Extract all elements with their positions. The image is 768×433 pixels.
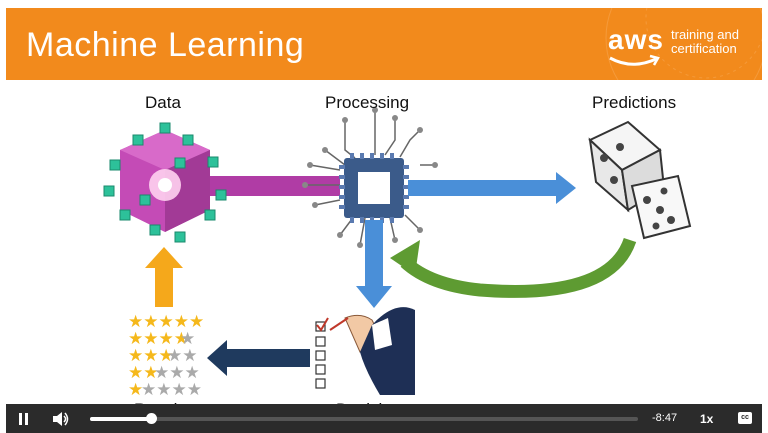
slide-title: Machine Learning (26, 26, 305, 64)
svg-text:★: ★ (128, 380, 143, 400)
dice-icon (588, 120, 692, 240)
slide-banner: Machine Learning aws training and certif… (6, 8, 762, 80)
progress-track[interactable] (90, 417, 638, 421)
decision-checklist-icon (315, 307, 415, 395)
aws-subtitle-line2: certification (671, 41, 737, 56)
progress-fill (90, 417, 152, 421)
pause-icon[interactable] (14, 404, 34, 433)
processing-to-predictions-arrow (408, 180, 556, 196)
aws-subtitle-line1: training and (671, 27, 739, 42)
chip-core (358, 172, 390, 204)
svg-text:★★★★: ★★★★ (128, 329, 189, 349)
svg-text:★★: ★★ (128, 363, 158, 383)
svg-text:★★★★★: ★★★★★ (128, 312, 204, 332)
aws-smile-icon (609, 54, 660, 66)
volume-icon[interactable] (50, 404, 72, 433)
playback-speed-button[interactable]: 1x (700, 412, 714, 426)
video-controls: -8:47 1x cc (6, 404, 762, 433)
decision-to-results-arrow (225, 349, 310, 367)
time-remaining: -8:47 (652, 412, 678, 424)
label-processing: Processing (325, 93, 410, 112)
predictions-to-processing-arrow (400, 237, 637, 298)
data-cube-icon (103, 122, 227, 243)
diagram-graphics: ★★★★★ ★★★★★ ★★★★★ ★★★★★ ★★★★★ (103, 107, 692, 400)
svg-text:★★★: ★★★ (154, 363, 200, 383)
svg-text:★★★★: ★★★★ (141, 380, 202, 400)
star-ratings-icon: ★★★★★ ★★★★★ ★★★★★ ★★★★★ ★★★★★ (128, 312, 204, 400)
aws-logo-text: aws (608, 24, 664, 55)
label-predictions: Predictions (592, 93, 677, 112)
svg-text:★★★: ★★★ (128, 346, 174, 366)
aws-logo: aws (606, 24, 668, 70)
svg-text:★: ★ (180, 329, 195, 349)
captions-button[interactable]: cc (738, 412, 752, 424)
processing-to-decision-arrow (365, 220, 383, 286)
label-data: Data (145, 93, 181, 112)
svg-text:★★: ★★ (167, 346, 197, 366)
aws-subtitle: training and certification (671, 28, 739, 56)
banner-decoration (605, 8, 762, 80)
data-to-processing-arrow (200, 176, 340, 196)
progress-scrubber-handle[interactable] (146, 413, 157, 424)
results-to-data-arrow (155, 265, 173, 307)
